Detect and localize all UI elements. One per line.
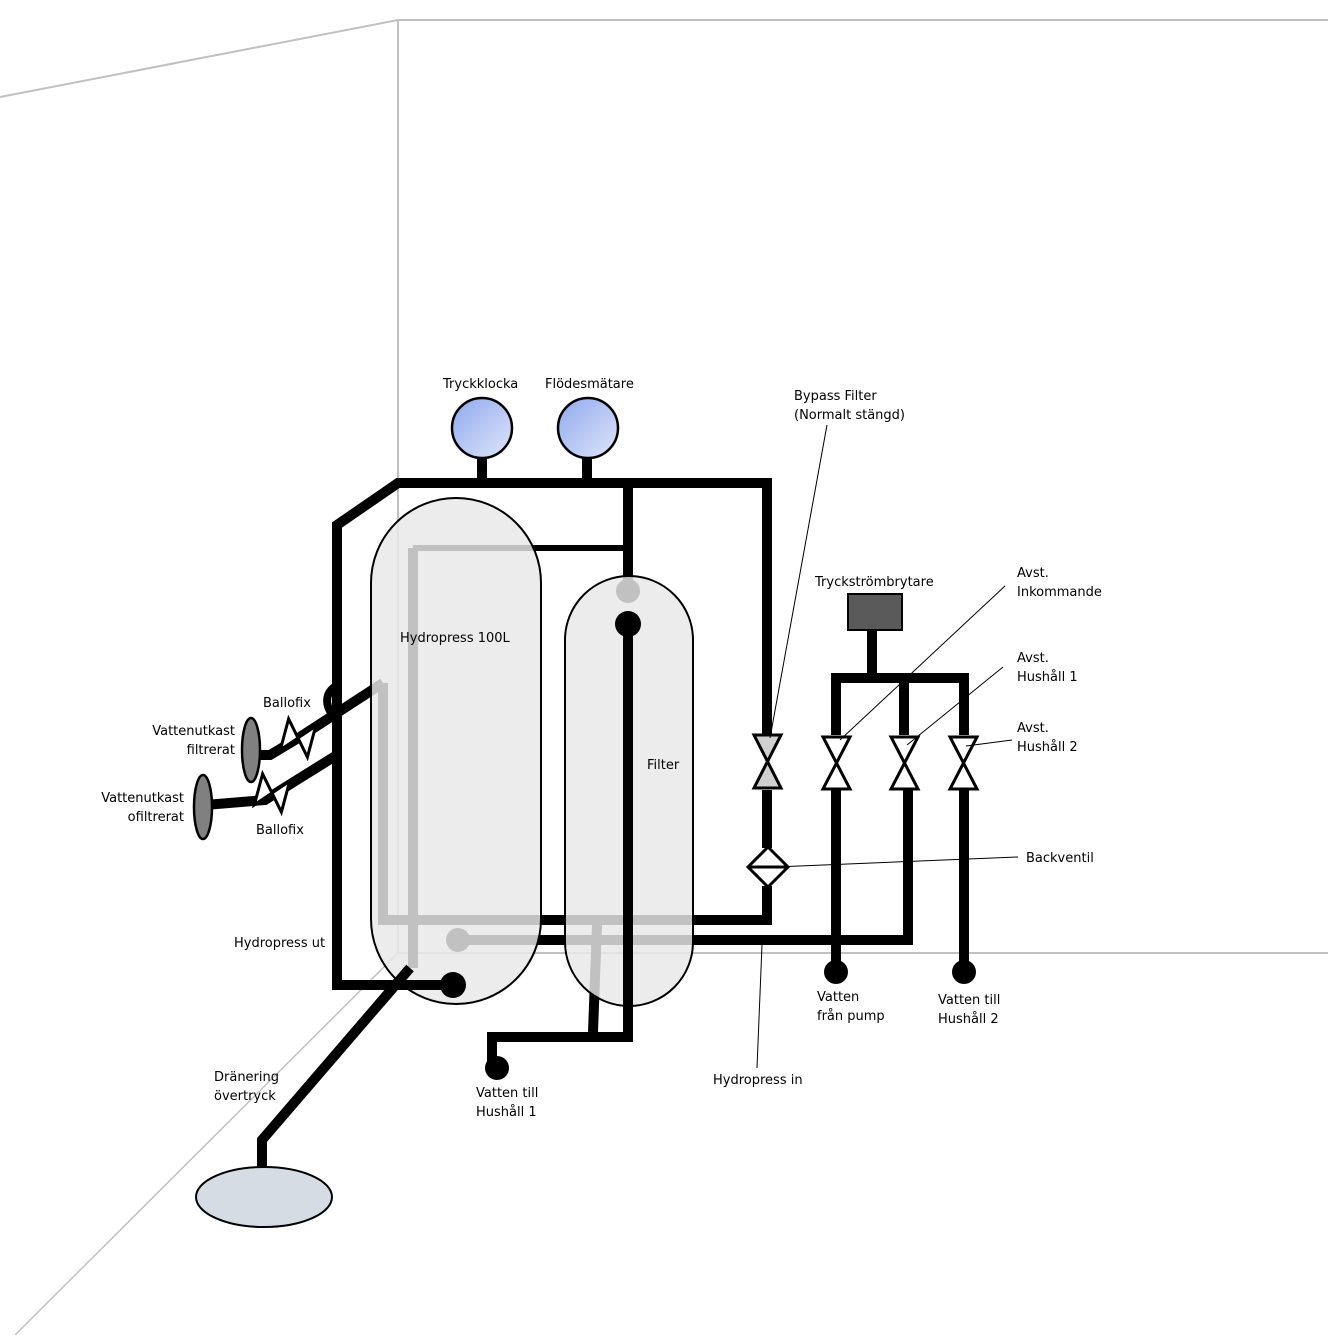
label-avst-inkommande: Avst. [1017,566,1049,581]
valve-inkommande-icon [820,735,853,791]
hushall2-outlet [952,960,976,984]
pump-inlet [824,960,848,984]
label-avst-hushall2-2: Hushåll 2 [1017,740,1078,755]
hushall1-outlet [485,1056,509,1080]
label-ballofix-top: Ballofix [263,696,311,711]
label-vatten-pump-2: från pump [817,1009,885,1024]
label-utkast-filtrerat-2: filtrerat [187,743,235,758]
ballofix-bottom-icon [251,769,293,817]
label-avst-hushall2: Avst. [1017,721,1049,736]
label-backventil: Backventil [1026,851,1094,866]
label-utkast-ofiltrerat-2: ofiltrerat [128,810,184,825]
label-avst-hushall1: Avst. [1017,651,1049,666]
valve-hushall1-icon [888,735,921,791]
label-vatten-hushall1: Vatten till [476,1086,538,1101]
label-hydropress: Hydropress 100L [400,631,511,646]
pressure-gauge-icon [450,396,514,460]
label-hydropress-in: Hydropress in [713,1073,803,1088]
label-utkast-filtrerat: Vattenutkast [152,724,235,739]
label-bypass-2: (Normalt stängd) [794,408,905,423]
label-dranering-2: övertryck [214,1089,276,1104]
label-vatten-hushall2-2: Hushåll 2 [938,1012,999,1027]
label-avst-inkommande-2: Inkommande [1017,585,1102,600]
valve-hushall2-icon [947,735,980,791]
label-tryckklocka: Tryckklocka [442,377,518,392]
bypass-valve-icon [751,733,784,790]
label-vatten-pump: Vatten [817,990,859,1005]
label-flodesmatare: Flödesmätare [545,377,634,392]
label-utkast-ofiltrerat: Vattenutkast [101,791,184,806]
label-bypass-1: Bypass Filter [794,389,877,404]
label-tryckstrombrytare: Tryckströmbrytare [814,575,934,590]
label-vatten-hushall1-2: Hushåll 1 [476,1105,537,1120]
filter-outlet-connector [615,611,641,637]
pressure-switch-box [847,593,903,631]
outlet-unfiltered [192,773,214,841]
label-avst-hushall1-2: Hushåll 1 [1017,670,1078,685]
label-hydropress-ut: Hydropress ut [234,936,325,951]
drain-basin [195,1166,333,1228]
ballofix-top-icon [277,714,319,762]
label-dranering: Dränering [214,1070,279,1085]
hydropress-tank [370,497,542,1005]
flow-meter-icon [556,396,620,460]
label-filter: Filter [647,758,680,773]
hydropress-out-connector [440,972,466,998]
label-ballofix-bottom: Ballofix [256,823,304,838]
leader-lines [756,424,1019,1069]
label-vatten-hushall2: Vatten till [938,993,1000,1008]
outlet-filtered [240,716,262,784]
